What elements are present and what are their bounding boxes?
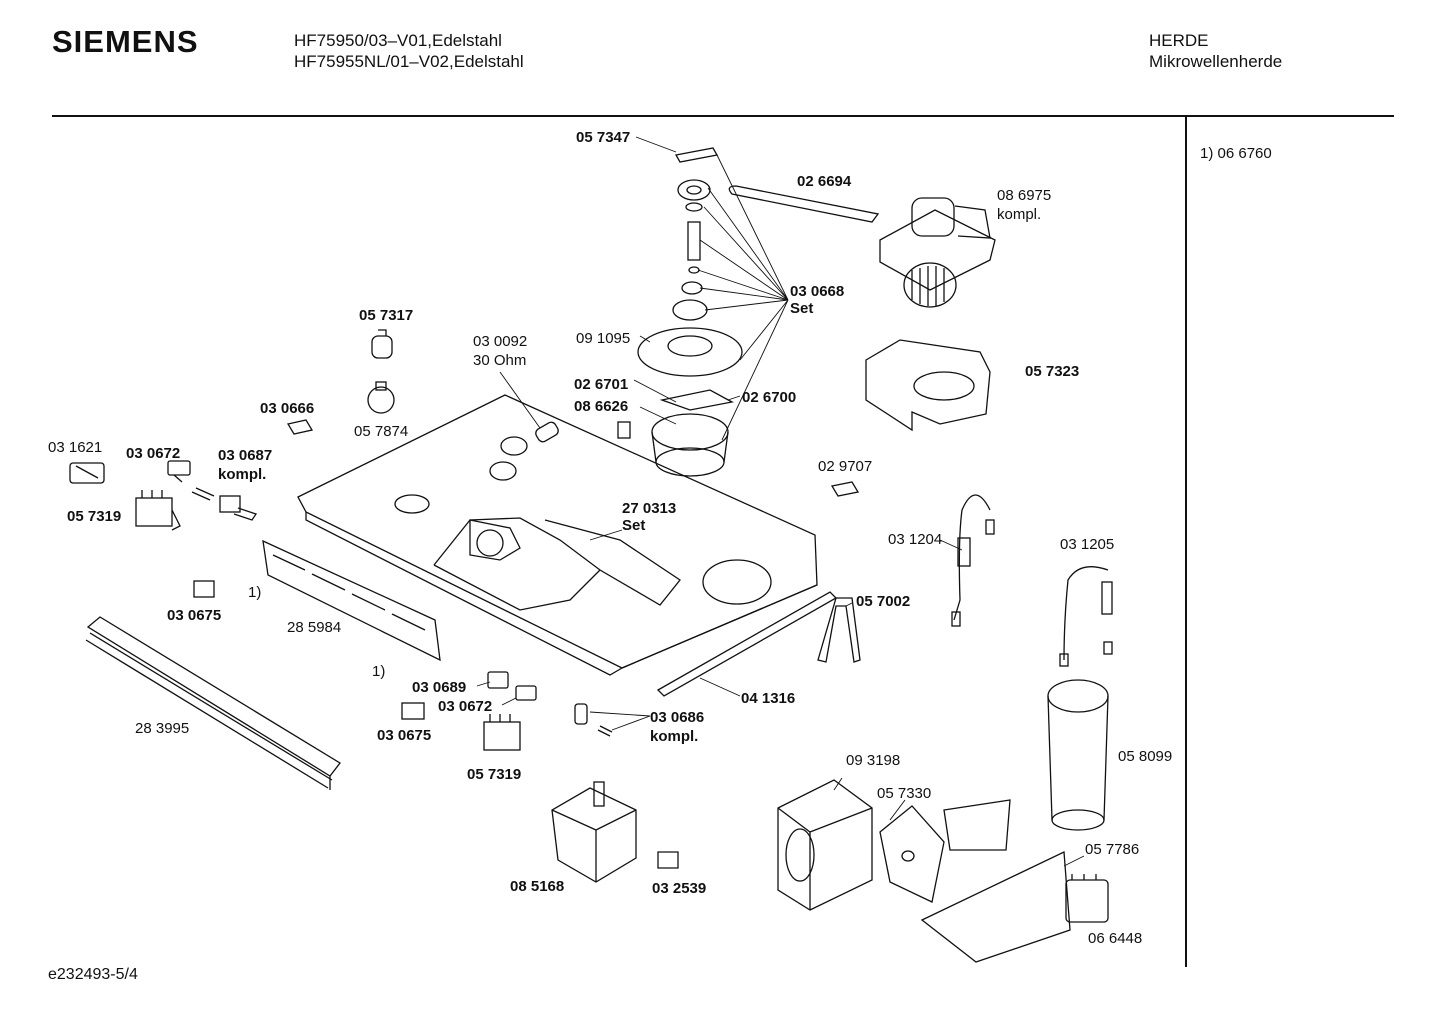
part-label-026700: 02 6700 [742, 389, 797, 406]
insulation-sheet [879, 805, 945, 903]
part-label-086975-sub: kompl. [997, 206, 1042, 223]
part-label-030689: 03 0689 [412, 679, 467, 696]
magnetron [551, 781, 637, 883]
part-label-030672-b: 03 0672 [438, 698, 493, 715]
part-label-026694: 02 6694 [797, 173, 852, 190]
clip-086626 [617, 421, 631, 439]
part-label-066448: 06 6448 [1088, 930, 1143, 947]
part-label-058099: 05 8099 [1118, 748, 1173, 765]
bracket-057786 [943, 799, 1011, 851]
part-label-030675-a: 03 0675 [167, 607, 222, 624]
part-label-091095: 09 1095 [576, 330, 631, 347]
part-label-030668-sub: Set [790, 300, 814, 317]
header-divider [52, 115, 1394, 117]
part-label-057786: 05 7786 [1085, 841, 1140, 858]
part-label-057874: 05 7874 [354, 423, 409, 440]
choke-strip-041316 [656, 591, 838, 697]
model-line-2: HF75955NL/01–V02,Edelstahl [294, 52, 524, 71]
base-plate [920, 851, 1071, 963]
part-label-030687: 03 0687 [218, 447, 273, 464]
model-line-1: HF75950/03–V01,Edelstahl [294, 31, 502, 50]
part-label-270313-sub: Set [622, 517, 646, 534]
part-label-030092-sub: 30 Ohm [473, 352, 527, 369]
part-label-057330: 05 7330 [877, 785, 932, 802]
part-label-041316: 04 1316 [741, 690, 796, 707]
wire-031205 [1059, 566, 1113, 667]
part-label-030092: 03 0092 [473, 333, 528, 350]
part-label-032539: 03 2539 [652, 880, 707, 897]
part-label-030686: 03 0686 [650, 709, 705, 726]
part-label-030687-sub: kompl. [218, 466, 267, 483]
fan-cowl [865, 339, 991, 432]
capacitor [1047, 679, 1109, 831]
part-label-026701: 02 6701 [574, 376, 629, 393]
part-label-086975: 08 6975 [997, 187, 1052, 204]
relay-066448 [1065, 874, 1109, 923]
part-label-057323: 05 7323 [1025, 363, 1080, 380]
switch-030672-b [515, 685, 537, 701]
side-divider [1185, 117, 1187, 967]
part-label-031205: 03 1205 [1060, 536, 1115, 553]
footnote-marker-b: 1) [372, 663, 386, 680]
leader-lines [476, 136, 1085, 867]
part-label-031621: 03 1621 [48, 439, 103, 456]
microswitch-057319-b [483, 714, 521, 751]
part-label-085168: 08 5168 [510, 878, 565, 895]
subcategory-label: Mikrowellenherde [1149, 52, 1283, 71]
ceiling-plate [297, 394, 818, 676]
wire-031204 [951, 494, 995, 627]
door-profile-bar [85, 616, 341, 790]
part-label-057002: 05 7002 [856, 593, 911, 610]
part-label-057319-a: 05 7319 [67, 508, 122, 525]
clip-029707 [830, 481, 860, 497]
category-label: HERDE [1149, 31, 1209, 50]
lamp-holder [371, 329, 393, 359]
fan-motor-assembly [879, 197, 996, 308]
clip-032539 [657, 851, 679, 869]
clip-030666 [286, 419, 314, 435]
switch-030687 [191, 487, 258, 521]
part-label-030686-sub: kompl. [650, 728, 699, 745]
lamp-bulb [367, 381, 395, 414]
resistor [535, 421, 559, 443]
switch-030672-a [167, 460, 191, 483]
part-label-057319-b: 05 7319 [467, 766, 522, 783]
part-label-030668: 03 0668 [790, 283, 845, 300]
part-label-086626: 08 6626 [574, 398, 629, 415]
switch-030689 [487, 671, 509, 689]
transformer [777, 779, 873, 911]
part-label-093198: 09 3198 [846, 752, 901, 769]
switch-031621 [69, 462, 105, 484]
brand-logo: SIEMENS [52, 24, 199, 59]
part-label-030666: 03 0666 [260, 400, 315, 417]
part-label-270313: 27 0313 [622, 500, 677, 517]
part-label-031204: 03 1204 [888, 531, 943, 548]
microswitch-057319-a [135, 490, 181, 531]
footnote-marker-a: 1) [248, 584, 262, 601]
bracket-057002 [817, 597, 861, 663]
drawing-code: e232493-5/4 [48, 966, 138, 983]
front-flange [262, 539, 441, 662]
part-label-030672-a: 03 0672 [126, 445, 181, 462]
stirrer-stack [637, 147, 743, 477]
drive-belt [728, 185, 880, 223]
clip-030675-a [193, 580, 215, 598]
part-label-030675-b: 03 0675 [377, 727, 432, 744]
part-label-057347: 05 7347 [576, 129, 631, 146]
spring-030686 [574, 703, 613, 737]
clip-030675-b [401, 702, 425, 720]
part-label-057317: 05 7317 [359, 307, 414, 324]
part-label-029707: 02 9707 [818, 458, 873, 475]
part-label-283995: 28 3995 [135, 720, 190, 737]
footnote-text: 1) 06 6760 [1200, 145, 1272, 162]
part-label-285984: 28 5984 [287, 619, 342, 636]
